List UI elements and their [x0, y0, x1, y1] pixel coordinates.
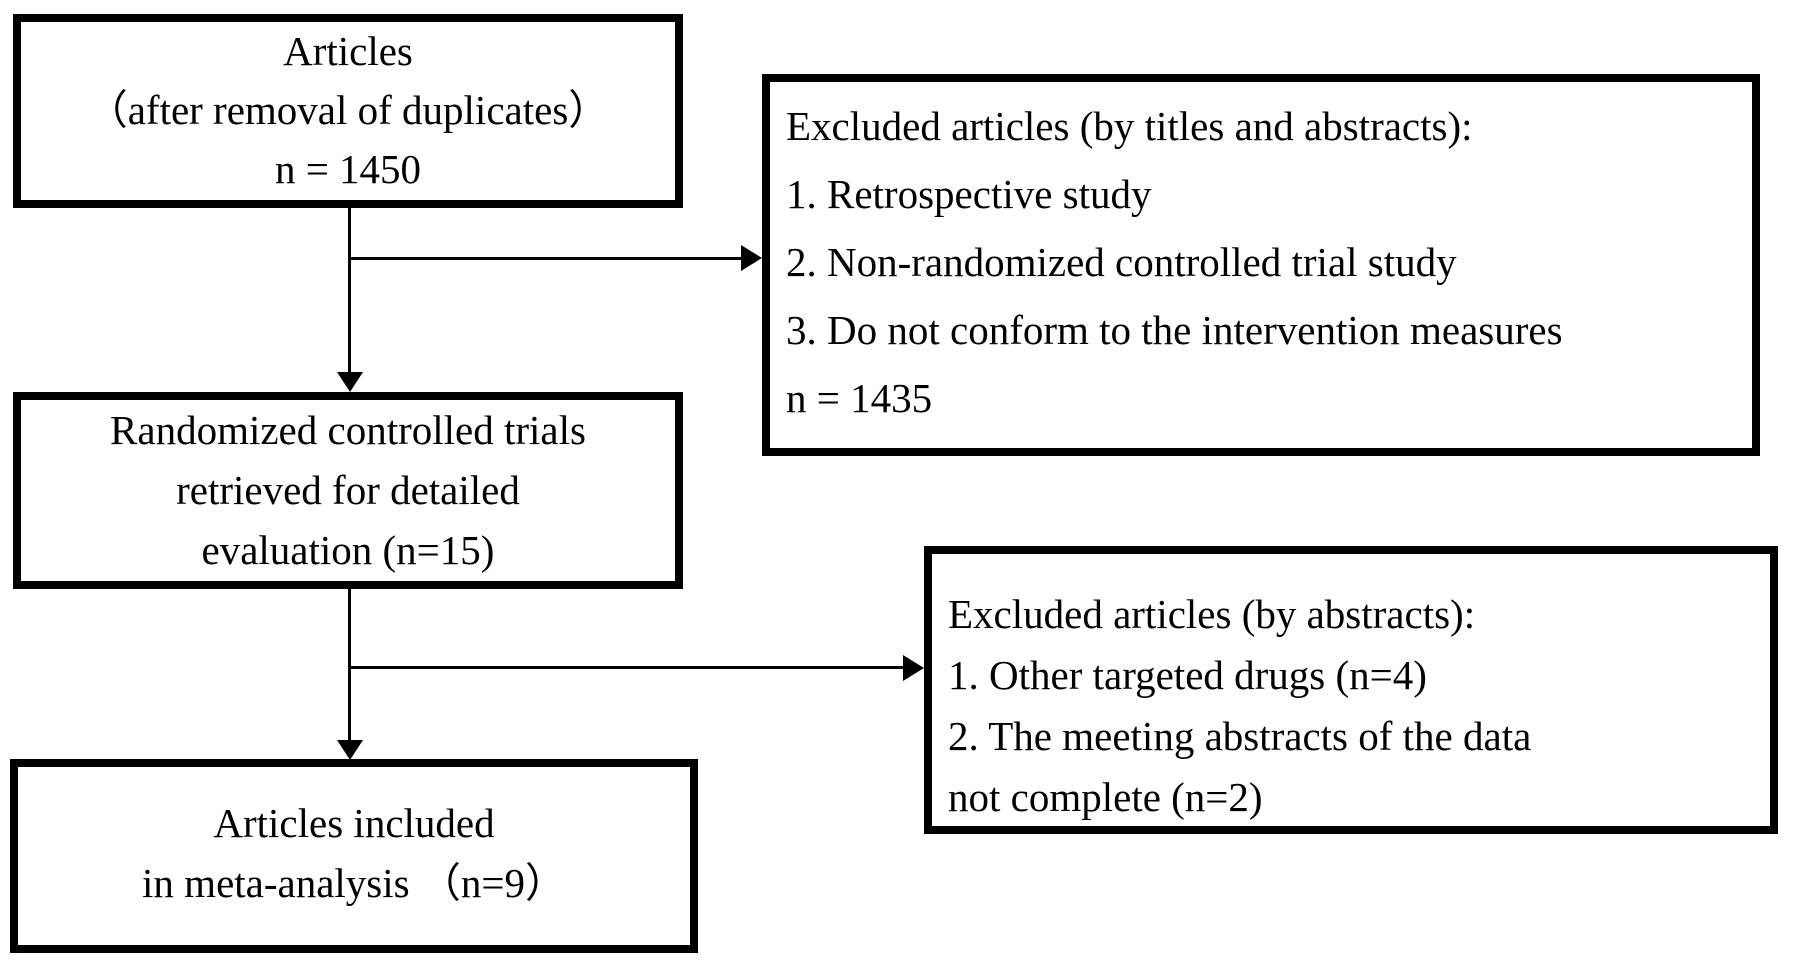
box-excluded-titles-abstracts-line2: 1. Retrospective study	[786, 171, 1152, 217]
arrowhead-right-to-excluded-abstracts	[903, 655, 924, 681]
box-excluded-titles-abstracts-line5: n = 1435	[786, 375, 933, 421]
box-excluded-abstracts-line3: 2. The meeting abstracts of the data	[948, 713, 1532, 759]
box-excluded-abstracts-line2: 1. Other targeted drugs (n=4)	[948, 652, 1427, 698]
box-rct-retrieved-line3: evaluation (n=15)	[201, 527, 495, 573]
box-excluded-abstracts-line1: Excluded articles (by abstracts):	[948, 591, 1476, 637]
box-included-meta-analysis: Articles included in meta-analysis （n=9）	[10, 759, 698, 953]
box-included-meta-analysis-line2: in meta-analysis （n=9）	[142, 860, 566, 906]
arrowhead-down-identified-to-rct	[337, 372, 363, 392]
box-included-meta-analysis-line1: Articles included	[213, 800, 495, 846]
arrowhead-down-rct-to-included	[337, 740, 363, 760]
box-excluded-titles-abstracts-line3: 2. Non-randomized controlled trial study	[786, 239, 1457, 285]
connector-rct-to-included-line	[348, 588, 351, 741]
box-rct-retrieved-line1: Randomized controlled trials	[110, 407, 586, 453]
box-excluded-titles-abstracts: Excluded articles (by titles and abstrac…	[762, 74, 1760, 456]
box-rct-retrieved: Randomized controlled trials retrieved f…	[13, 392, 683, 589]
box-articles-identified-line2: （after removal of duplicates）	[86, 87, 610, 133]
connector-identified-to-rct-line	[348, 207, 351, 374]
box-excluded-titles-abstracts-line1: Excluded articles (by titles and abstrac…	[786, 103, 1473, 149]
box-articles-identified-line3: n = 1450	[274, 146, 422, 192]
box-excluded-abstracts-line4: not complete (n=2)	[948, 774, 1263, 820]
box-excluded-abstracts: Excluded articles (by abstracts): 1. Oth…	[924, 546, 1778, 834]
box-rct-retrieved-line2: retrieved for detailed	[176, 467, 520, 513]
arrowhead-right-to-excluded-titles	[741, 245, 762, 271]
connector-to-excluded-abstracts-line	[349, 666, 903, 669]
connector-to-excluded-titles-line	[349, 257, 741, 260]
box-excluded-titles-abstracts-line4: 3. Do not conform to the intervention me…	[786, 307, 1563, 353]
box-articles-identified-line1: Articles	[283, 28, 413, 74]
box-articles-identified: Articles （after removal of duplicates） n…	[13, 14, 683, 208]
